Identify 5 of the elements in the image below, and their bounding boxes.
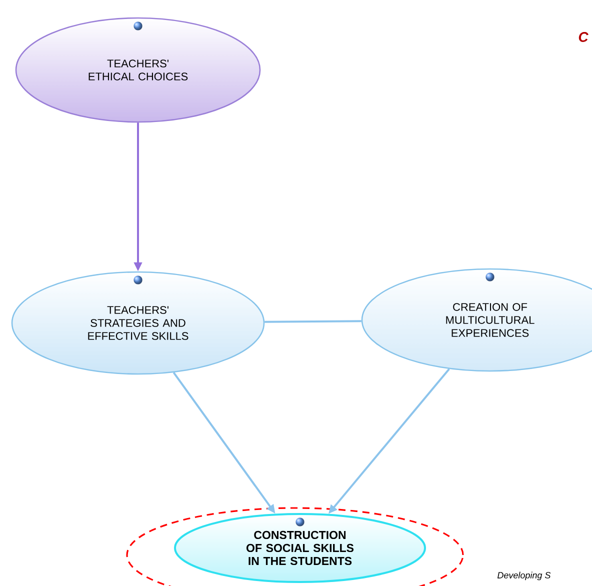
heading-letter: C (578, 32, 588, 42)
ellipse-node: CONSTRUCTION OF SOCIAL SKILLS IN THE STUDENTS (174, 513, 426, 583)
ellipse-node: TEACHERS' STRATEGIES AND EFFECTIVE SKILLS (11, 271, 265, 375)
ellipse-node: TEACHERS' ETHICAL CHOICES (15, 17, 261, 123)
caption-text: Developing S (497, 572, 551, 580)
